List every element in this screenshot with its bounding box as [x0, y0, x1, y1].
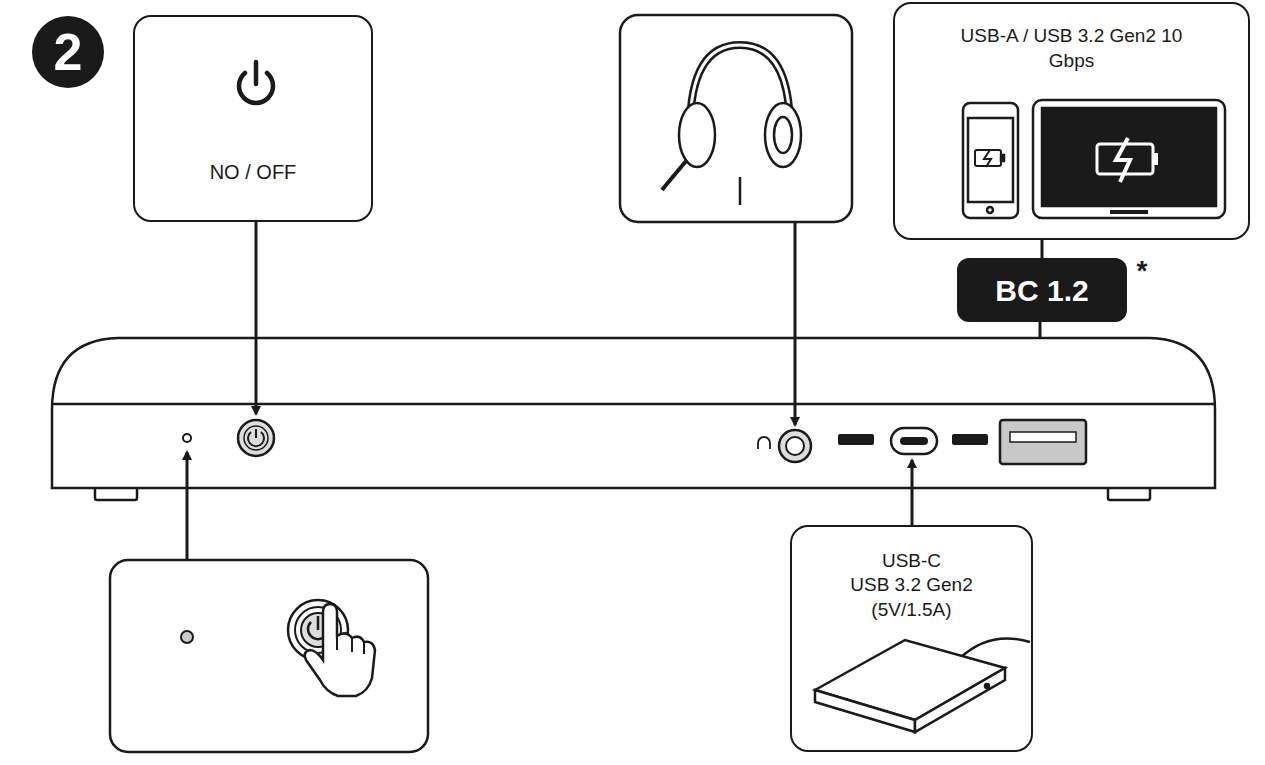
power-icon	[239, 62, 273, 103]
footnote-mark: *	[1132, 256, 1152, 286]
connector	[1041, 240, 1044, 258]
superspeed-mark	[838, 434, 874, 445]
power-button	[238, 420, 274, 456]
headset-box	[620, 15, 852, 222]
callout-circle	[32, 16, 104, 88]
usb-a-port	[1000, 420, 1086, 464]
led	[181, 631, 193, 643]
led	[183, 434, 191, 442]
superspeed-mark	[952, 434, 988, 445]
drive-icon	[815, 638, 1030, 732]
usb-a-port	[1010, 432, 1076, 442]
usb-c-port	[891, 428, 937, 454]
callout-number: 2	[32, 16, 104, 88]
node-text: BC 1.2	[995, 271, 1088, 310]
headset-icon	[662, 45, 801, 205]
port-box: USB-A / USB 3.2 Gen2 10 Gbps	[893, 2, 1250, 240]
tablet-icon	[1033, 100, 1225, 218]
pointer-arrow	[187, 222, 912, 560]
press-icon	[288, 600, 375, 696]
port-box: USB-CUSB 3.2 Gen2 (5V/1.5A)	[790, 525, 1033, 752]
node-text: USB 3.2 Gen2 (5V/1.5A)	[837, 573, 987, 622]
node-text: USB-C	[812, 549, 1012, 574]
standard-badge: BC 1.2	[957, 258, 1127, 322]
phone-icon	[963, 103, 1018, 218]
node-text: USB-A / USB 3.2 Gen2 10 Gbps	[961, 24, 1183, 73]
button-press-box	[110, 560, 428, 752]
switch-box: NO / OFF	[133, 15, 373, 222]
usb-c-port	[900, 437, 928, 445]
node-text: NO / OFF	[153, 159, 353, 185]
dock-housing	[52, 338, 1215, 500]
audio-jack	[758, 430, 811, 462]
